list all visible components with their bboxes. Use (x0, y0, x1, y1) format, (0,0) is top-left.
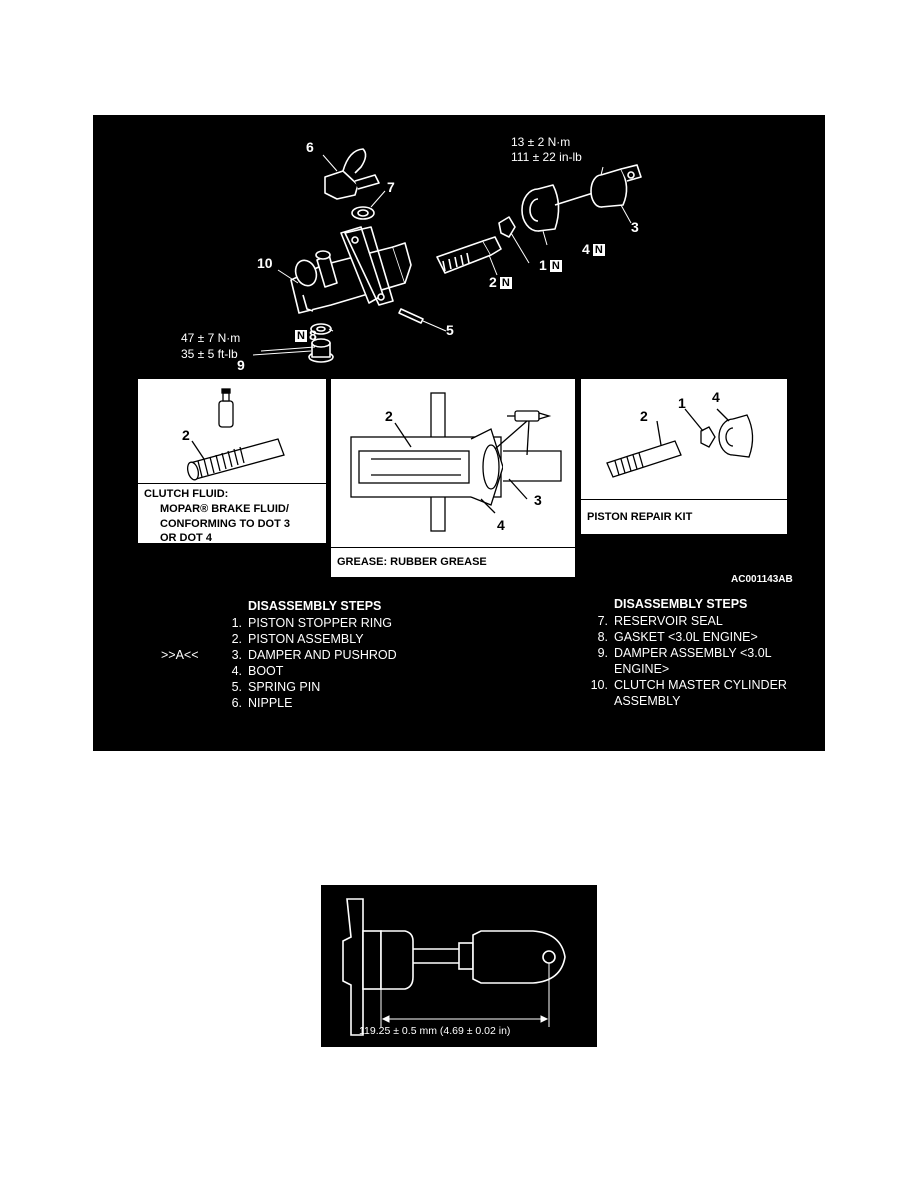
inset1-callout-2: 2 (182, 427, 190, 443)
inset2-callout-3: 3 (534, 492, 542, 508)
step-item: 10.CLUTCH MASTER CYLINDER (590, 678, 787, 692)
callout-3: 3 (631, 219, 639, 235)
n-mark-icon: N (592, 244, 605, 256)
step-item: 6.NIPPLE (231, 696, 293, 710)
grease-inset: 2 3 4 GREASE: RUBBER GREASE (330, 378, 576, 578)
kit-stopper-ring-drawing (700, 426, 716, 448)
callout-5: 5 (446, 322, 454, 338)
fluid-bottle-icon (218, 388, 234, 428)
steps-right-title: DISASSEMBLY STEPS (614, 597, 748, 611)
master-cylinder-part (290, 226, 412, 314)
inset3-callout-1: 1 (678, 395, 686, 411)
callout-6: 6 (306, 139, 314, 155)
step-item: ENGINE> (614, 662, 670, 676)
callout-7: 7 (387, 179, 395, 195)
step-marker: >>A<< (161, 648, 199, 662)
kit-boot-drawing (718, 414, 754, 458)
repair-kit-caption: PISTON REPAIR KIT (581, 499, 787, 535)
inset2-callout-4: 4 (497, 517, 505, 533)
n-mark-icon: N (499, 277, 512, 289)
inset3-callout-2: 2 (640, 408, 648, 424)
clutch-fluid-caption: CLUTCH FLUID: MOPAR® BRAKE FLUID/ CONFOR… (138, 483, 326, 544)
step-item: ASSEMBLY (614, 694, 681, 708)
exploded-view-panel: 13 ± 2 N·m 111 ± 22 in-lb 47 ± 7 N·m 35 … (93, 115, 825, 751)
step-item: 4.BOOT (231, 664, 284, 678)
torque-spec-damper-assembly-ftlb: 35 ± 5 ft-lb (181, 347, 238, 361)
exploded-view-drawing (252, 148, 642, 363)
callout-10: 10 (257, 255, 273, 271)
piston-assembly-part (436, 236, 502, 274)
grease-caption: GREASE: RUBBER GREASE (331, 547, 575, 578)
damper-assembly-part (308, 338, 334, 363)
n-mark-icon: N (295, 330, 307, 342)
step-item: 3.DAMPER AND PUSHROD (231, 648, 397, 662)
nipple-part (324, 148, 380, 200)
inset2-callout-2: 2 (385, 408, 393, 424)
clutch-fluid-inset: 2 CLUTCH FLUID: MOPAR® BRAKE FLUID/ CONF… (137, 378, 327, 544)
step-item: 7.RESERVOIR SEAL (597, 614, 723, 628)
cylinder-section-drawing (350, 392, 562, 532)
torque-spec-damper-inlb: 111 ± 22 in-lb (511, 150, 582, 164)
steps-left-title: DISASSEMBLY STEPS (248, 599, 382, 613)
pushrod-length-photo: 119.25 ± 0.5 mm (4.69 ± 0.02 in) (321, 885, 597, 1047)
kit-piston-drawing (606, 440, 682, 478)
step-item: 5.SPRING PIN (231, 680, 321, 694)
spring-pin-part (398, 308, 424, 324)
step-item: 1.PISTON STOPPER RING (231, 616, 393, 630)
step-item: 9.DAMPER ASSEMBLY <3.0L (597, 646, 772, 660)
inset3-callout-4: 4 (712, 389, 720, 405)
piston-drawing (186, 438, 285, 481)
step-item: 8.GASKET <3.0L ENGINE> (597, 630, 758, 644)
torque-spec-damper: 13 ± 2 N·m (511, 135, 571, 149)
repair-kit-inset: 2 1 4 PISTON REPAIR KIT (580, 378, 788, 535)
step-item: 2.PISTON ASSEMBLY (231, 632, 364, 646)
pushrod-dimension-label: 119.25 ± 0.5 mm (4.69 ± 0.02 in) (359, 1025, 511, 1037)
grease-gun-icon (507, 410, 552, 422)
callout-9: 9 (237, 357, 245, 373)
torque-spec-damper-assembly: 47 ± 7 N·m (181, 331, 241, 345)
n-mark-icon: N (549, 260, 562, 272)
piston-stopper-ring-part (498, 216, 516, 238)
damper-pushrod-part (554, 164, 642, 208)
figure-code: AC001143AB (731, 574, 793, 585)
boot-part (521, 184, 560, 232)
pushrod-drawing (342, 898, 566, 1036)
